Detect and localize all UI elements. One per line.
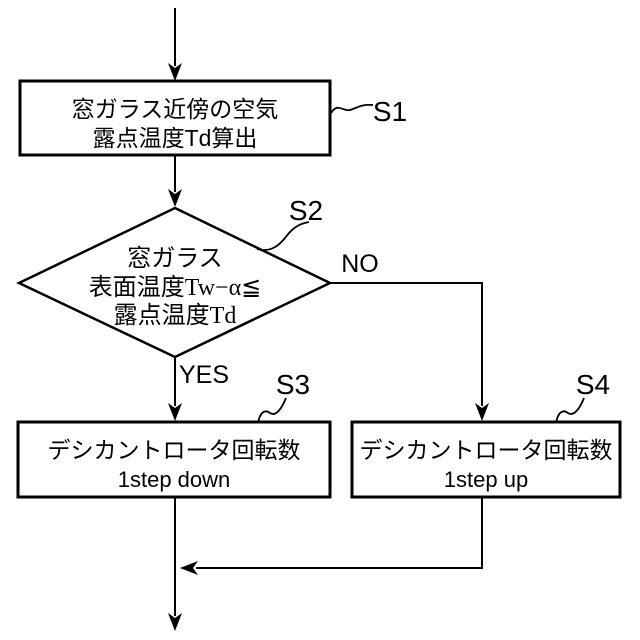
s1-to-s2-arrowhead-icon [168, 189, 182, 207]
s1-reference-squiggle [330, 103, 374, 114]
s2-text-line1: 窓ガラス [127, 245, 223, 272]
s2-text-line3: 露点温度Td [114, 302, 237, 329]
yes-arrowhead-icon [168, 403, 182, 421]
no-branch-label: NO [341, 250, 379, 278]
s2-reference-squiggle [256, 221, 310, 251]
no-arrowhead-icon [475, 403, 489, 421]
s4-text-line1: デシカントロータ回転数 [360, 437, 613, 463]
s2-text-line2: 表面温度Tw−α≦ [89, 274, 262, 301]
s3-text-line2: 1step down [118, 467, 231, 492]
s4-merge-flow-line [196, 497, 483, 569]
exit-arrowhead-icon [168, 613, 182, 631]
s4-text-line2: 1step up [444, 467, 528, 492]
entry-arrowhead-icon [168, 63, 182, 81]
s4-reference-squiggle [555, 397, 585, 424]
no-flow-line [330, 282, 483, 406]
s2-step-label: S2 [289, 195, 323, 226]
s1-text-line2: 露点温度Td算出 [93, 125, 258, 151]
s1-step-label: S1 [373, 96, 407, 127]
merge-arrowhead-icon [180, 561, 198, 575]
s3-reference-squiggle [257, 397, 287, 424]
s1-text-line1: 窓ガラス近傍の空気 [72, 96, 279, 122]
s3-text-line1: デシカントロータ回転数 [48, 437, 301, 463]
s3-step-label: S3 [276, 369, 310, 400]
s4-process-box [350, 420, 622, 499]
s4-step-label: S4 [576, 369, 610, 400]
yes-branch-label: YES [179, 361, 229, 389]
